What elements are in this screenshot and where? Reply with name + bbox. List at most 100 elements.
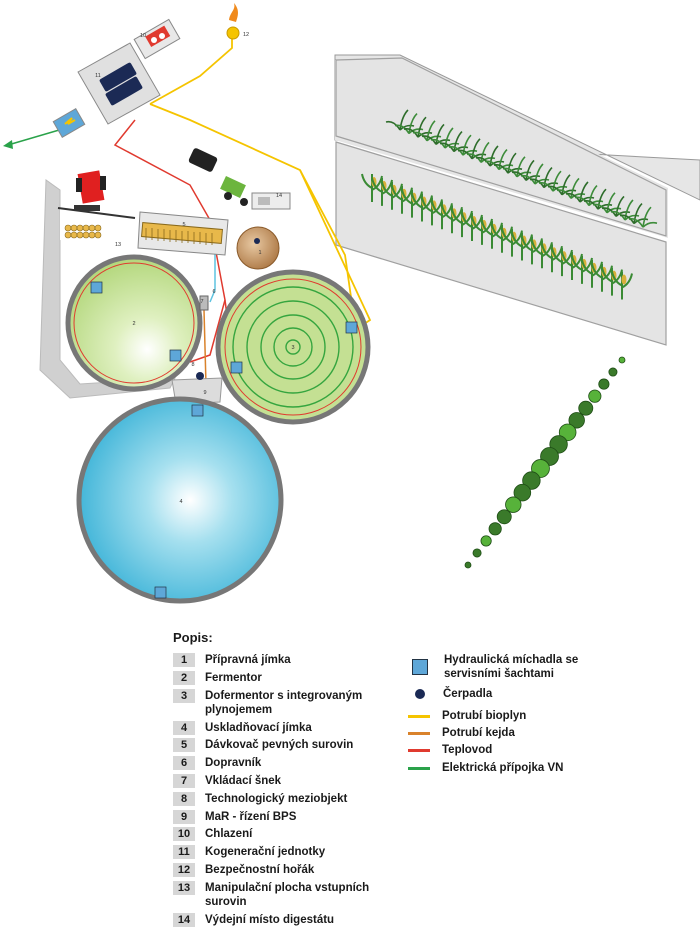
label-14: 14 <box>276 193 282 199</box>
legend-item-label: Fermentor <box>205 672 262 684</box>
legend-item-number: 14 <box>173 913 195 927</box>
mixer-icon <box>412 659 428 675</box>
bale <box>76 224 84 232</box>
legend-line-label: Potrubí kejda <box>442 727 515 739</box>
legend-item-number: 3 <box>173 689 195 703</box>
grass-blade <box>403 116 433 138</box>
grass-blade <box>394 113 424 135</box>
tree <box>513 483 532 502</box>
grass-blade <box>493 152 523 174</box>
tree <box>464 561 472 569</box>
line-swatch-icon <box>408 748 430 752</box>
tree-row <box>464 356 626 569</box>
grass-blade <box>556 177 586 199</box>
hydraulic-mixers <box>90 281 358 599</box>
legend-item-label: MaR - řízení BPS <box>205 811 297 823</box>
tree <box>496 509 512 525</box>
tree <box>568 412 585 429</box>
grass-blade <box>529 167 559 189</box>
legend-line-label: Elektrická přípojka VN <box>442 762 564 774</box>
tree <box>480 535 492 547</box>
pump-icon <box>415 689 425 699</box>
grass-blade <box>421 123 451 145</box>
legend-pump: Čerpadla <box>408 688 492 700</box>
legend-item-number: 10 <box>173 827 195 841</box>
legend-mixer: Hydraulická míchadla se servisními šacht… <box>408 653 604 681</box>
grass-blade <box>592 192 622 214</box>
legend-item-number: 4 <box>173 721 195 735</box>
line-swatch-icon <box>408 731 430 735</box>
label-1: 1 <box>258 250 261 256</box>
cooling-unit <box>133 18 181 60</box>
legend-item: 2 Fermentor <box>173 671 385 685</box>
grass-blade <box>610 199 640 221</box>
legend-line-label: Teplovod <box>442 744 493 756</box>
legend-item-number: 11 <box>173 845 195 859</box>
post-fermentor-rings <box>232 286 354 408</box>
grass-blade <box>430 127 460 149</box>
legend-line-item: Potrubí kejda <box>408 727 515 739</box>
post-fermentor <box>215 269 371 425</box>
grass-blade <box>601 195 631 217</box>
legend-item-label: Dávkovač pevných surovin <box>205 739 354 751</box>
tree <box>522 471 541 490</box>
legend-item-number: 7 <box>173 774 195 788</box>
legend-item-number: 9 <box>173 810 195 824</box>
legend-item-label: Výdejní místo digestátu <box>205 914 335 926</box>
label-4: 4 <box>179 499 182 505</box>
line-swatch-icon <box>408 766 430 770</box>
grass-blade <box>448 134 478 156</box>
legend-item: 14 Výdejní místo digestátu <box>173 913 385 927</box>
bale <box>64 224 72 232</box>
legend-item-number: 12 <box>173 863 195 877</box>
label-7: 7 <box>200 299 203 305</box>
tree <box>618 356 626 364</box>
label-6: 6 <box>212 289 215 295</box>
legend-item: 12 Bezpečnostní hořák <box>173 863 385 877</box>
grass-blade <box>502 156 532 178</box>
safety-flare <box>226 3 240 40</box>
prep-pit <box>236 226 280 270</box>
grass-blade <box>538 170 568 192</box>
label-12: 12 <box>243 32 249 38</box>
bale <box>88 224 96 232</box>
legend-mixer-label: Hydraulická míchadla se servisními šacht… <box>444 654 579 680</box>
tree <box>608 367 618 377</box>
grass-blade <box>565 181 595 203</box>
legend-item-number: 2 <box>173 671 195 685</box>
grass-rows <box>385 109 658 228</box>
storage-tank <box>76 396 284 604</box>
legend-item-label: Chlazení <box>205 828 253 840</box>
legend-pump-label: Čerpadla <box>443 688 493 700</box>
pumps <box>196 238 260 380</box>
grass-blade <box>583 188 613 210</box>
bale <box>70 224 78 232</box>
chp-units <box>77 42 161 125</box>
grass-blade <box>547 174 577 196</box>
bale <box>82 224 90 232</box>
grass-blade <box>628 206 658 228</box>
label-3: 3 <box>291 345 294 351</box>
grass-blade <box>466 141 496 163</box>
tree <box>505 496 522 513</box>
legend-item: 9 MaR - řízení BPS <box>173 810 385 824</box>
control-building <box>52 108 86 138</box>
maize-plant <box>611 271 633 300</box>
legend-item-number: 5 <box>173 738 195 752</box>
line-swatch-icon <box>408 714 430 718</box>
legend-item-label: Bezpečnostní hořák <box>205 864 315 876</box>
legend-line-item: Potrubí bioplyn <box>408 710 526 722</box>
legend-item-label: Přípravná jímka <box>205 654 291 666</box>
grass-blade <box>574 185 604 207</box>
legend-item: 10 Chlazení <box>173 827 385 841</box>
tractor <box>74 170 106 211</box>
grass-blade <box>457 138 487 160</box>
legend-line-item: Teplovod <box>408 744 492 756</box>
digestate-station <box>251 192 291 210</box>
grass-blade <box>385 109 415 131</box>
legend-item-number: 8 <box>173 792 195 806</box>
